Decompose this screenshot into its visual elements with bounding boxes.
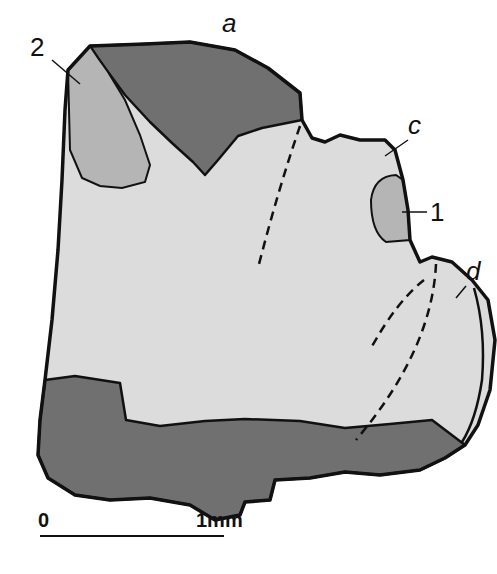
inner-ridge (462, 288, 483, 442)
region-label: d (466, 258, 480, 284)
dashed-boundary (258, 126, 300, 268)
scale-bar (40, 535, 224, 537)
leader-line (52, 60, 80, 84)
specimen-outline (38, 42, 495, 520)
leader-line (402, 211, 427, 213)
callout-number: 2 (30, 34, 44, 60)
region-label: c (408, 112, 421, 138)
scale-label: 1mm (196, 510, 243, 530)
scale-label: 0 (38, 510, 49, 530)
leader-line (456, 286, 466, 298)
dashed-boundary (356, 264, 436, 440)
callout-number: 1 (430, 199, 444, 225)
region-2 (68, 46, 150, 188)
dashed-boundary (370, 280, 424, 350)
specimen-body (38, 42, 495, 520)
region-label: a (222, 10, 236, 36)
leader-line (385, 140, 408, 156)
